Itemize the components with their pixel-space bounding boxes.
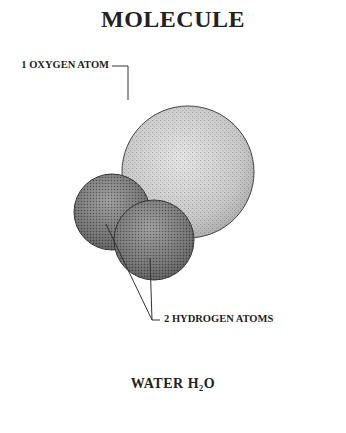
leader-line <box>112 66 128 100</box>
diagram-title: MOLECULE <box>101 6 245 33</box>
diagram-caption: WATER H₂O <box>131 376 215 392</box>
callout-label: 2 HYDROGEN ATOMS <box>163 313 274 324</box>
callout-label: 1 OXYGEN ATOM <box>20 59 110 70</box>
hydrogen-atom <box>114 200 194 280</box>
leader-line <box>150 258 152 320</box>
hydrogen-stipple <box>114 200 194 280</box>
leader-line <box>106 224 160 320</box>
